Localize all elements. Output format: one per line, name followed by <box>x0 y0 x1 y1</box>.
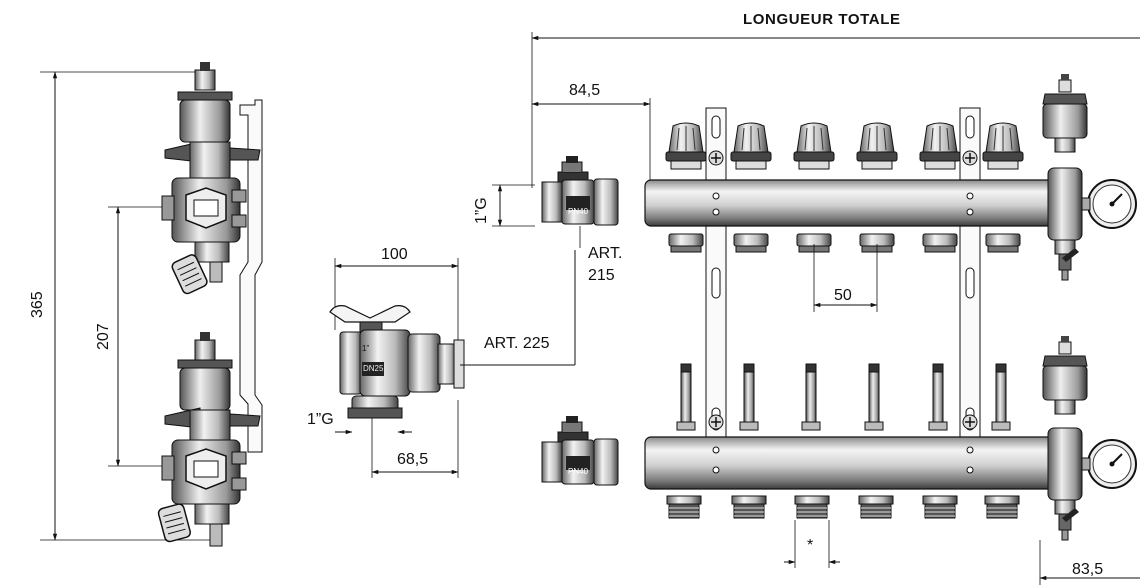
dim-84-5-label: 84,5 <box>569 82 601 99</box>
one-inch-mark: 1” <box>362 344 370 353</box>
total-length-label: LONGUEUR TOTALE <box>743 11 901 28</box>
side-view <box>40 62 263 547</box>
dim-1g-valve-label: 1”G <box>307 411 334 428</box>
asterisk-label: * <box>807 537 814 554</box>
dim-50-label: 50 <box>834 287 852 304</box>
upper-side-assembly <box>161 62 261 295</box>
dim-83-5-label: 83,5 <box>1072 561 1104 578</box>
manifold-front-view: PN40 PN40 <box>492 32 1140 585</box>
pn40-bottom-label: PN40 <box>568 467 589 476</box>
ball-valve-art225 <box>329 250 576 478</box>
dim-100-label: 100 <box>381 246 408 263</box>
dn25-mark: DN25 <box>363 364 384 373</box>
dim-1g-main-label: 1”G <box>473 197 490 224</box>
dim-68-5-label: 68,5 <box>397 451 429 468</box>
art-215-number-label: 215 <box>588 267 615 284</box>
art-215-label: ART. <box>588 245 623 262</box>
dim-207-label: 207 <box>95 323 112 350</box>
lower-side-assembly <box>157 332 261 547</box>
dim-365-label: 365 <box>29 291 46 318</box>
art-225-label: ART. 225 <box>484 335 550 352</box>
pn40-top-label: PN40 <box>568 207 589 216</box>
